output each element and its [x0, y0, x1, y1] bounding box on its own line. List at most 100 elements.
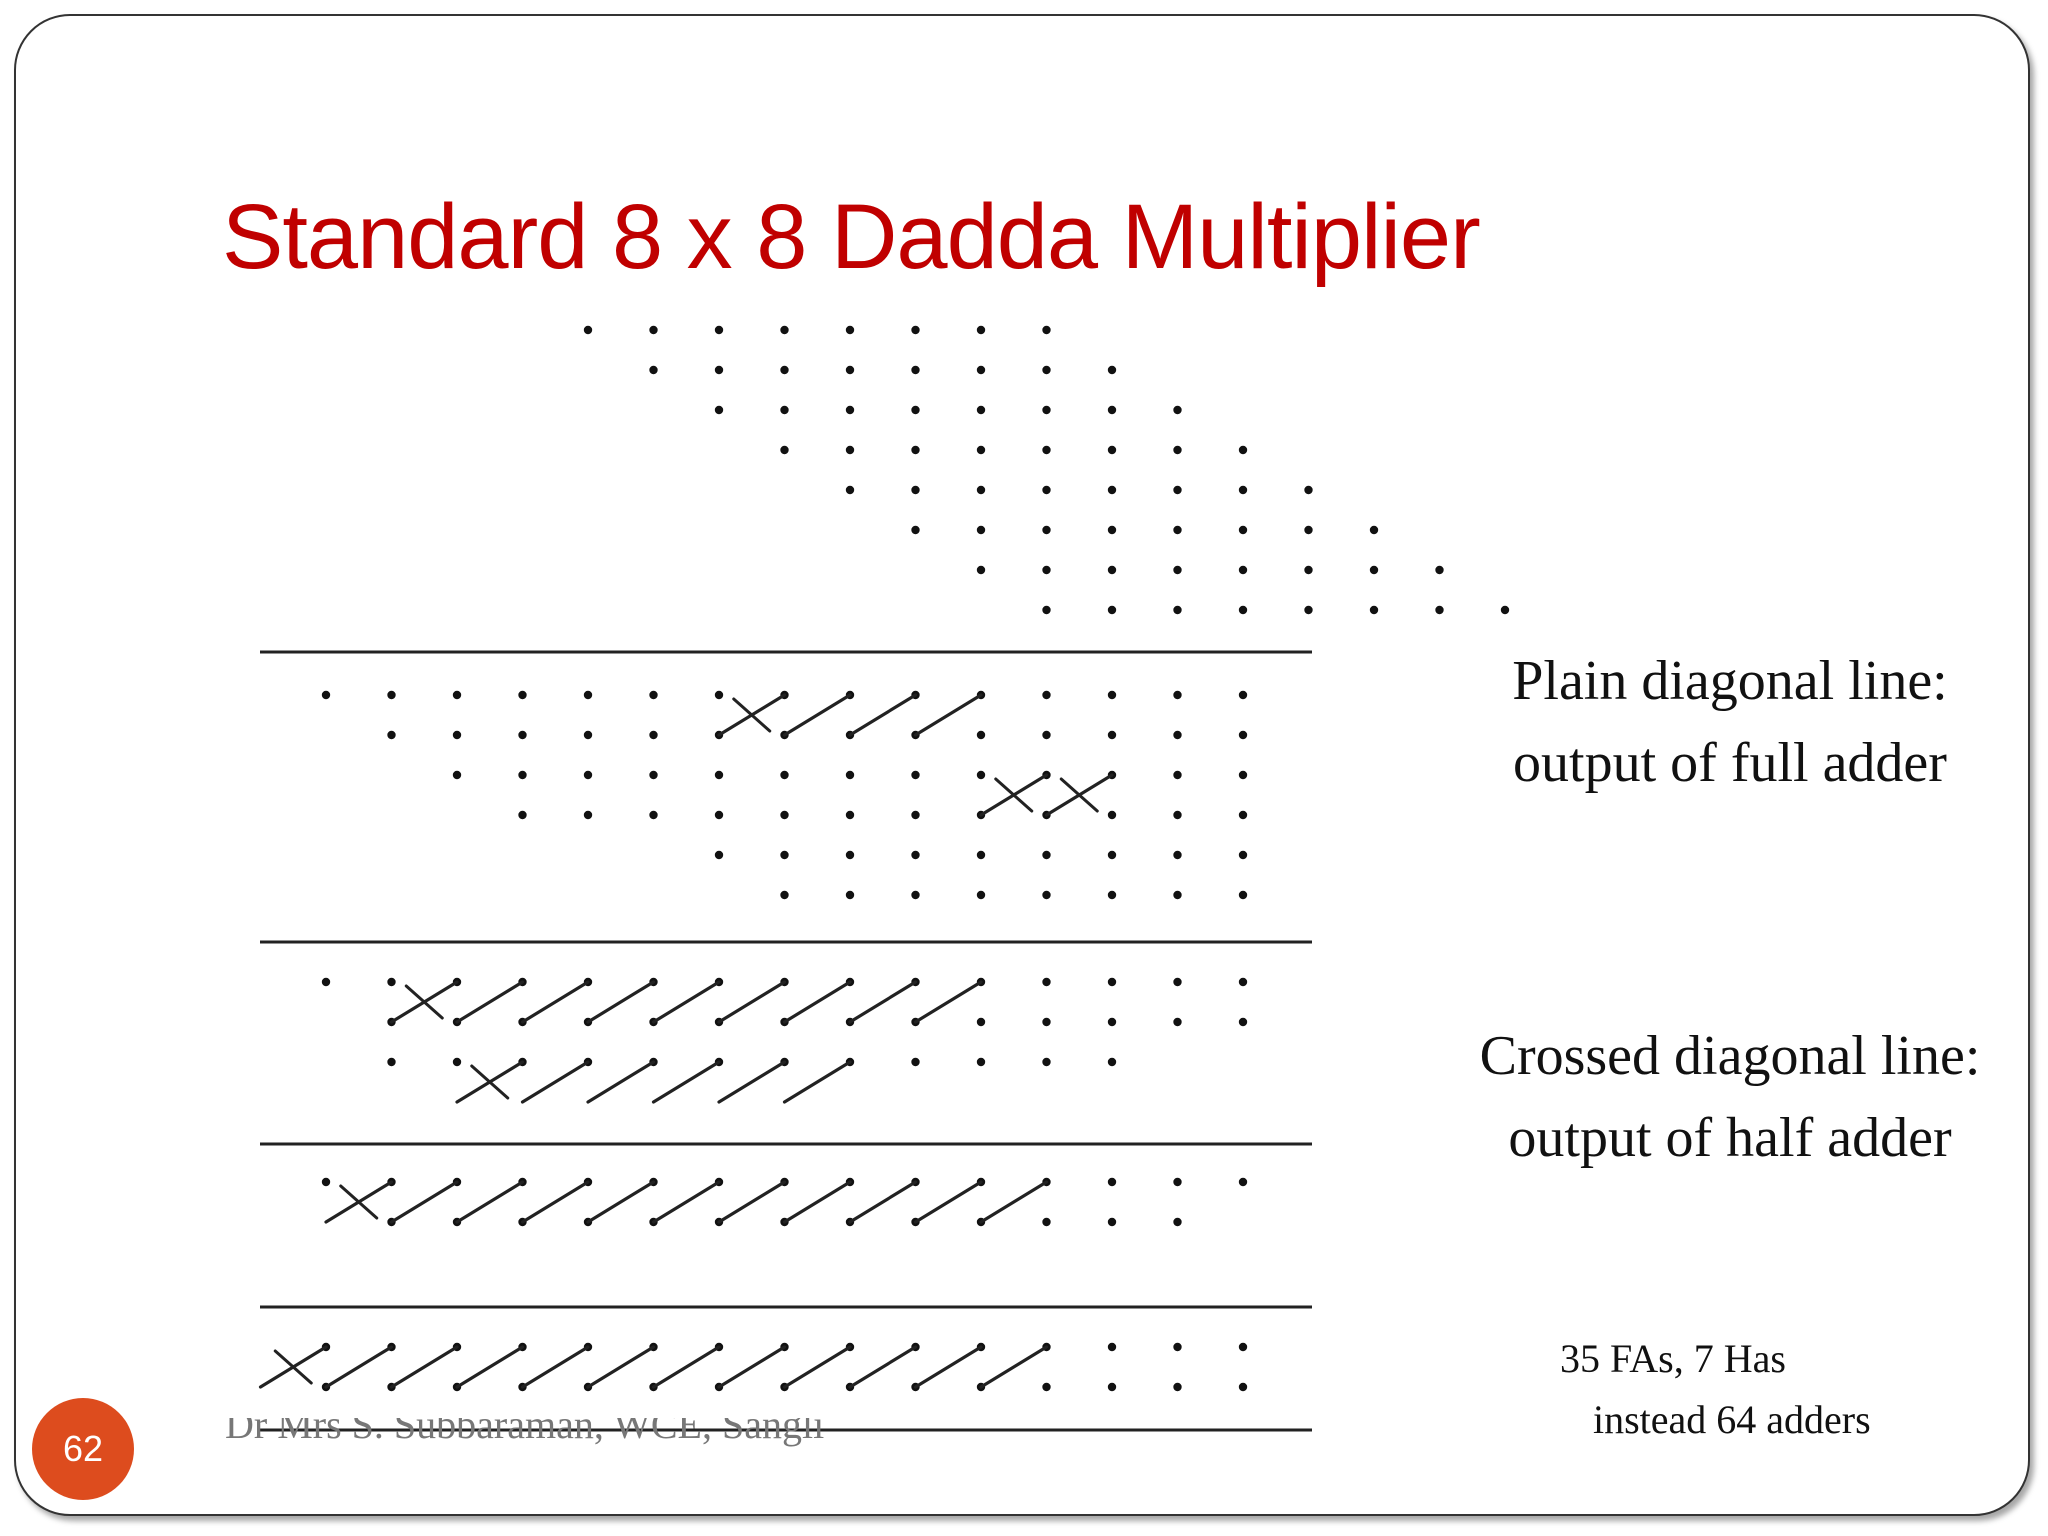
partial-product-dot [976, 445, 986, 455]
partial-product-dot [911, 850, 920, 860]
partial-product-dot [911, 485, 920, 495]
partial-product-dot [1173, 405, 1182, 415]
full-adder-diagonal [455, 1180, 525, 1224]
partial-product-dot [911, 770, 920, 780]
partial-product-dot [976, 890, 986, 900]
partial-product-dot [1107, 810, 1117, 820]
partial-product-dot [1107, 565, 1117, 575]
partial-product-dot [780, 405, 789, 415]
half-adder-cross [1059, 777, 1099, 813]
partial-product-dot [911, 445, 920, 455]
partial-product-dot [518, 690, 527, 700]
partial-product-dot [1107, 690, 1117, 700]
partial-product-dot [649, 690, 658, 700]
partial-product-dot [321, 690, 331, 700]
partial-product-dot [1173, 605, 1182, 615]
partial-product-dot [1238, 690, 1248, 700]
partial-product-dot [1238, 730, 1248, 740]
partial-product-dot [1173, 810, 1182, 820]
partial-product-dot [714, 690, 724, 700]
partial-product-dot [1238, 890, 1248, 900]
partial-product-dot [649, 770, 658, 780]
full-adder-diagonal [389, 1180, 459, 1224]
partial-product-dot [387, 690, 396, 700]
full-adder-diagonal [717, 980, 787, 1024]
adder-count-summary: 35 FAs, 7 Has [1560, 1336, 1786, 1381]
partial-product-dot [387, 1057, 396, 1067]
full-adder-diagonal [782, 693, 852, 737]
partial-product-dot [1238, 977, 1248, 987]
partial-product-dot [1042, 730, 1051, 740]
partial-product-dot [976, 525, 986, 535]
partial-product-dot [1435, 565, 1444, 575]
partial-product-dot [1042, 977, 1051, 987]
partial-product-dot [976, 1017, 986, 1027]
partial-product-dot [1042, 605, 1051, 615]
partial-product-dot [1238, 1342, 1248, 1352]
partial-product-dot [387, 977, 396, 987]
partial-product-dot [1042, 365, 1051, 375]
full-adder-diagonal [651, 1060, 721, 1104]
full-adder-diagonal [717, 1345, 787, 1389]
partial-product-dot [1304, 485, 1313, 495]
partial-product-dot [714, 850, 724, 860]
partial-product-dot [1107, 1342, 1117, 1352]
partial-product-dot [911, 405, 920, 415]
partial-product-dot [583, 770, 593, 780]
partial-product-dot [321, 977, 331, 987]
partial-product-dot [1173, 730, 1182, 740]
partial-product-dot [780, 325, 789, 335]
half-adder-cross [339, 1184, 379, 1220]
partial-product-dot [1173, 1177, 1182, 1187]
partial-product-dot [1107, 850, 1117, 860]
full-adder-diagonal [782, 1180, 852, 1224]
full-adder-diagonal [586, 1180, 656, 1224]
partial-product-dot [714, 365, 724, 375]
partial-product-dot [321, 1177, 331, 1187]
full-adder-diagonal [324, 1345, 394, 1389]
full-adder-diagonal [979, 1180, 1049, 1224]
partial-product-dot [649, 730, 658, 740]
partial-product-dot [649, 365, 658, 375]
full-adder-diagonal [520, 1060, 590, 1104]
partial-product-dot [1369, 605, 1379, 615]
partial-product-dot [1107, 525, 1117, 535]
partial-product-dot [845, 325, 855, 335]
partial-product-dot [1238, 770, 1248, 780]
partial-product-dot [1173, 1217, 1182, 1227]
partial-product-dot [714, 810, 724, 820]
full-adder-diagonal [913, 1180, 983, 1224]
partial-product-dot [387, 730, 396, 740]
partial-product-dot [1042, 1017, 1051, 1027]
partial-product-dot [1042, 1217, 1051, 1227]
half-adder-cross [470, 1064, 510, 1100]
partial-product-dot [1173, 850, 1182, 860]
partial-product-dot [518, 730, 527, 740]
partial-product-dot [1173, 770, 1182, 780]
partial-product-dot [1173, 977, 1182, 987]
full-adder-diagonal [586, 980, 656, 1024]
partial-product-dot [1238, 1177, 1248, 1187]
legend-crossed-diagonal: Crossed diagonal line: output of half ad… [1479, 1025, 1981, 1169]
full-adder-diagonal [782, 1345, 852, 1389]
partial-product-dot [1173, 1382, 1182, 1392]
partial-product-dot [518, 810, 527, 820]
partial-product-dot [845, 770, 855, 780]
full-adder-diagonal [586, 1060, 656, 1104]
full-adder-diagonal [848, 693, 918, 737]
half-adder-cross [273, 1349, 313, 1385]
full-adder-diagonal [848, 1180, 918, 1224]
full-adder-diagonal [455, 980, 525, 1024]
partial-product-dot [1107, 730, 1117, 740]
partial-product-dot [1107, 405, 1117, 415]
full-adder-diagonal [586, 1345, 656, 1389]
partial-product-dot [1173, 565, 1182, 575]
partial-product-dot [1173, 485, 1182, 495]
page-number-badge: 62 [32, 1398, 134, 1500]
partial-product-dot [845, 405, 855, 415]
partial-product-dot [845, 485, 855, 495]
partial-product-dot [452, 1057, 462, 1067]
footer-author: Dr Mrs S. Subbaraman, WCE, Sangli [225, 1418, 824, 1448]
